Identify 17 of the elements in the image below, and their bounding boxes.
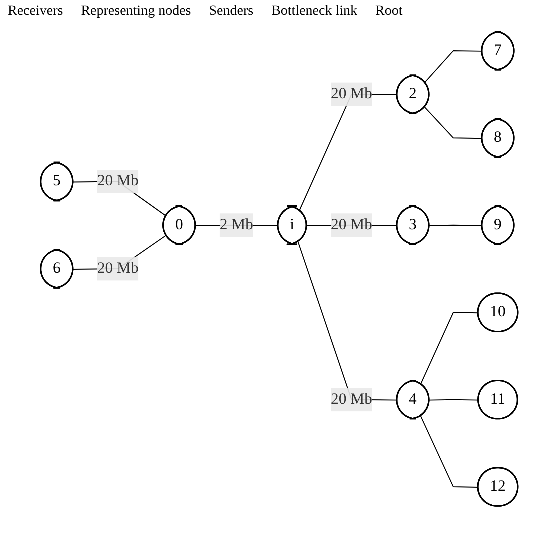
edge-label: 2 Mb (220, 216, 254, 234)
note-text: Bottleneck link (272, 4, 358, 20)
connector (420, 312, 480, 385)
note-text: Receivers (8, 4, 64, 20)
edge-label: 20 Mb (98, 260, 139, 277)
edge-label: 20 Mb (98, 172, 139, 190)
edge-label: 20 Mb (331, 391, 373, 408)
connector (429, 399, 480, 401)
note-text: Representing nodes (81, 4, 192, 20)
edge-label: 20 Mb (331, 216, 373, 234)
connector (429, 224, 483, 226)
edge-label: 20 Mb (331, 86, 373, 102)
connector (420, 416, 480, 488)
connector (424, 50, 483, 84)
note-text: Senders (209, 4, 254, 20)
note-text: Root (376, 4, 403, 20)
connector (424, 106, 483, 140)
